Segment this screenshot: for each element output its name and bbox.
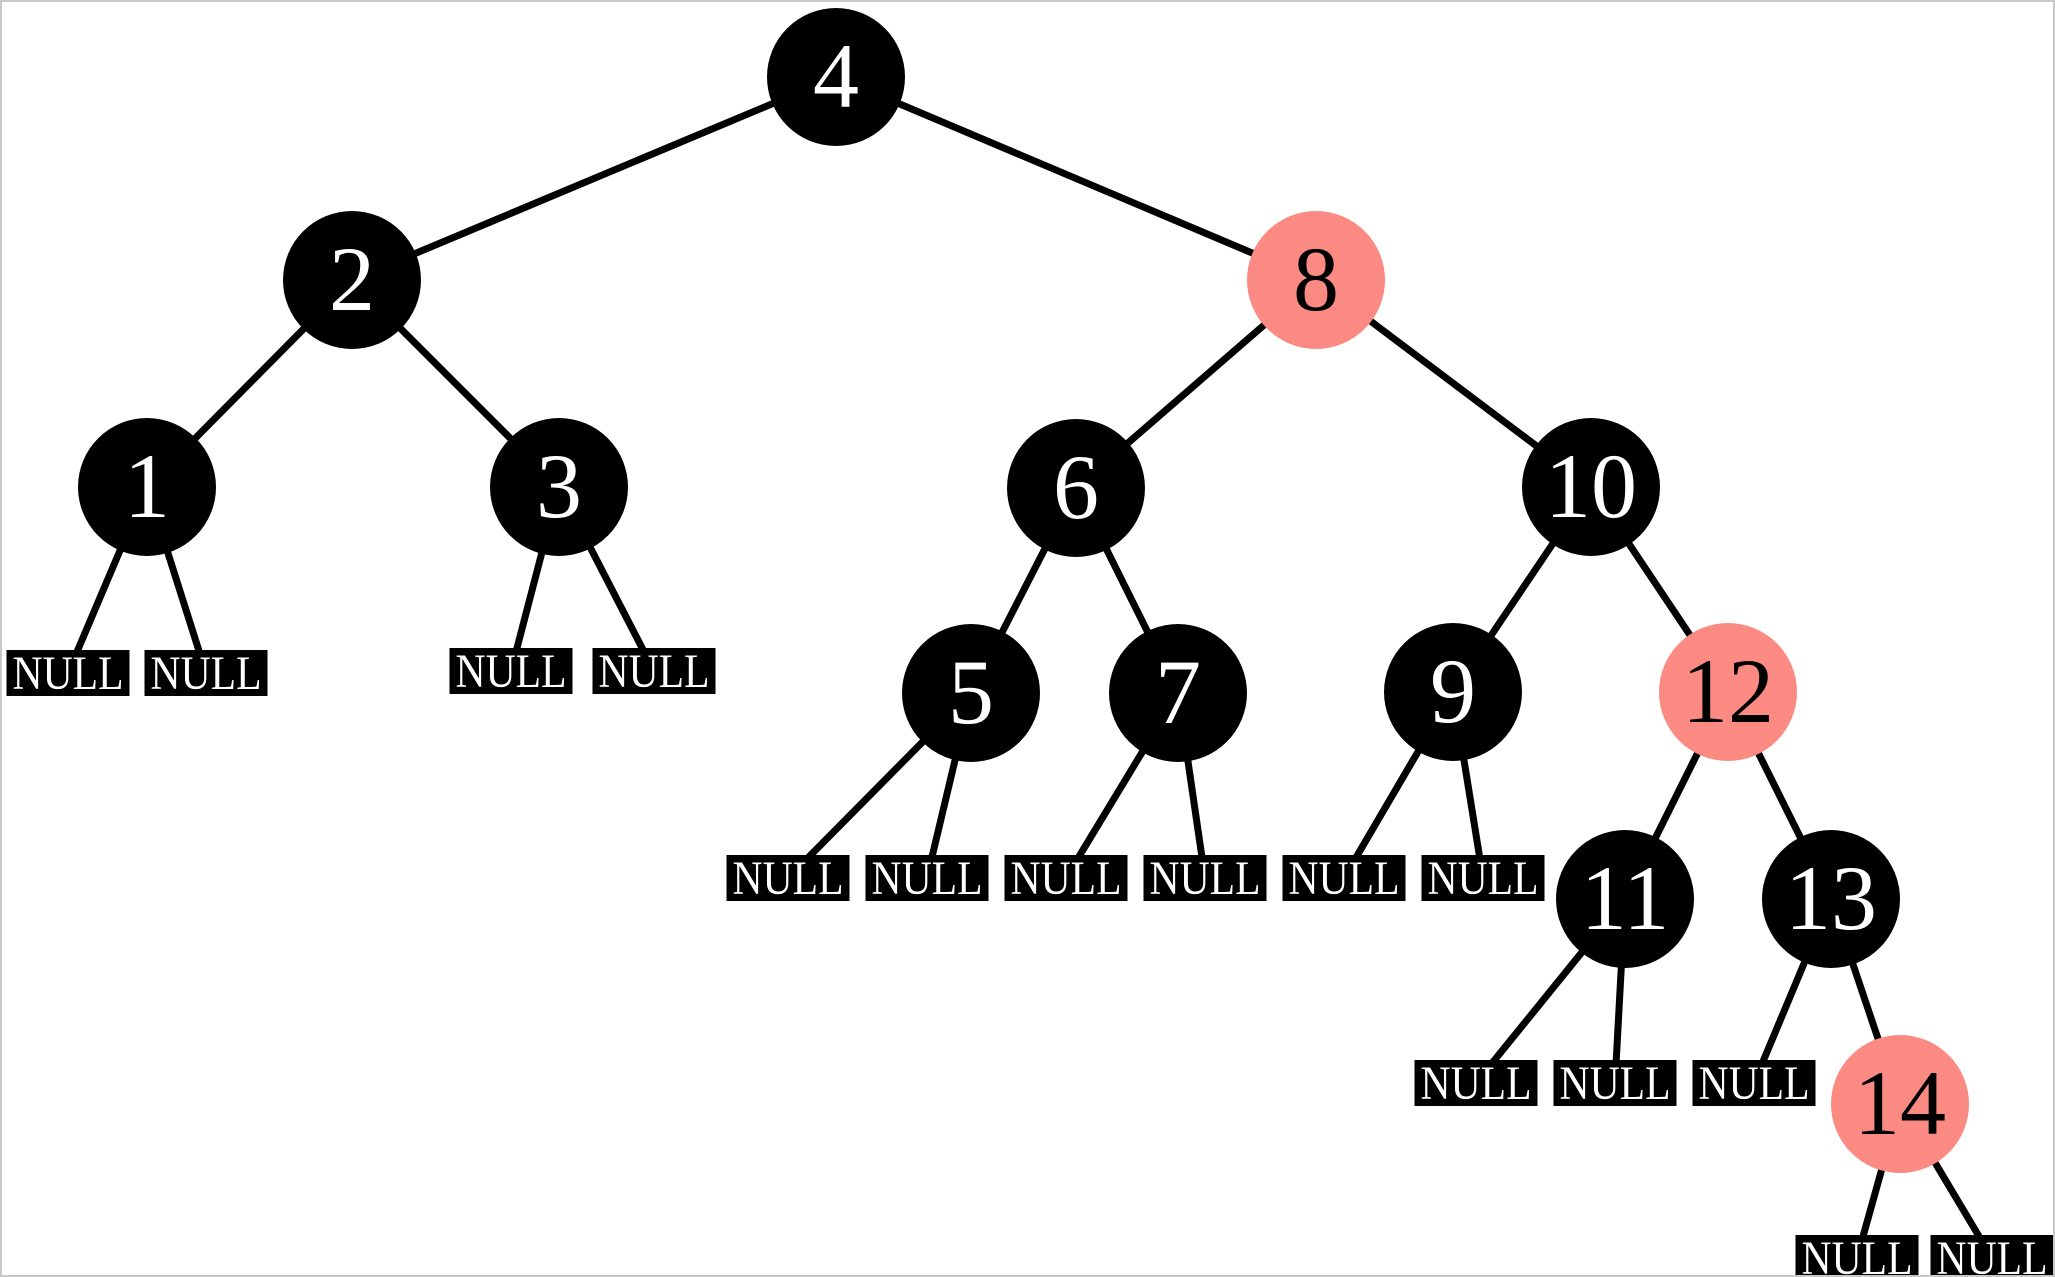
tree-node-2	[283, 211, 421, 349]
null-leaf-label-1L: NULL	[13, 647, 124, 700]
null-leaf-9L	[1282, 855, 1406, 901]
tree-node-4	[767, 8, 905, 146]
null-leaf-label-14R: NULL	[1937, 1232, 2048, 1275]
tree-node-6	[1007, 419, 1145, 557]
tree-node-label-2: 2	[329, 228, 375, 330]
null-leaf-7L	[1004, 855, 1128, 901]
null-leaf-5R	[865, 855, 989, 901]
tree-node-label-9: 9	[1430, 640, 1476, 742]
null-leaf-3R	[592, 648, 716, 694]
tree-node-label-12: 12	[1682, 640, 1774, 742]
null-leaf-14R	[1930, 1235, 2053, 1275]
null-leaf-label-5R: NULL	[872, 852, 983, 905]
tree-node-label-6: 6	[1053, 436, 1099, 538]
null-leaf-label-5L: NULL	[733, 852, 844, 905]
tree-node-label-8: 8	[1293, 228, 1339, 330]
tree-node-11	[1556, 830, 1694, 968]
tree-node-1	[78, 418, 216, 556]
tree-node-14	[1831, 1035, 1969, 1173]
null-leaf-5L	[726, 855, 850, 901]
tree-edge-4-2	[350, 73, 838, 284]
tree-node-9	[1384, 623, 1522, 761]
tree-node-label-5: 5	[948, 641, 994, 743]
tree-node-label-10: 10	[1545, 435, 1637, 537]
null-leaf-label-11L: NULL	[1421, 1057, 1532, 1110]
tree-node-3	[490, 418, 628, 556]
tree-node-13	[1762, 830, 1900, 968]
tree-node-label-3: 3	[536, 435, 582, 537]
null-leaf-11L	[1414, 1060, 1538, 1106]
null-leaf-label-1R: NULL	[151, 647, 262, 700]
tree-edge-4-8	[834, 73, 1318, 284]
null-leaf-11R	[1553, 1060, 1677, 1106]
null-leaf-13L	[1692, 1060, 1816, 1106]
tree-node-label-1: 1	[124, 435, 170, 537]
null-leaf-label-7L: NULL	[1011, 852, 1122, 905]
null-leaf-7R	[1143, 855, 1267, 901]
tree-node-label-13: 13	[1785, 847, 1877, 949]
null-leaf-14L	[1795, 1235, 1919, 1275]
null-leaf-label-9L: NULL	[1289, 852, 1400, 905]
tree-node-10	[1522, 418, 1660, 556]
tree-node-7	[1109, 624, 1247, 762]
tree-node-5	[902, 624, 1040, 762]
null-leaf-1L	[6, 650, 130, 696]
tree-node-label-14: 14	[1854, 1052, 1946, 1154]
null-leaf-label-9R: NULL	[1428, 852, 1539, 905]
null-leaf-9R	[1421, 855, 1545, 901]
tree-node-label-4: 4	[813, 25, 859, 127]
null-leaf-label-11R: NULL	[1560, 1057, 1671, 1110]
null-leaf-label-3L: NULL	[456, 645, 567, 698]
null-leaf-label-7R: NULL	[1150, 852, 1261, 905]
null-leaf-label-14L: NULL	[1802, 1232, 1913, 1275]
null-leaf-label-3R: NULL	[599, 645, 710, 698]
null-leaf-label-13L: NULL	[1699, 1057, 1810, 1110]
tree-node-12	[1659, 623, 1797, 761]
tree-node-8	[1247, 211, 1385, 349]
tree-node-label-11: 11	[1581, 847, 1670, 949]
null-leaf-1R	[144, 650, 268, 696]
null-leaf-3L	[449, 648, 573, 694]
tree-node-label-7: 7	[1155, 641, 1201, 743]
